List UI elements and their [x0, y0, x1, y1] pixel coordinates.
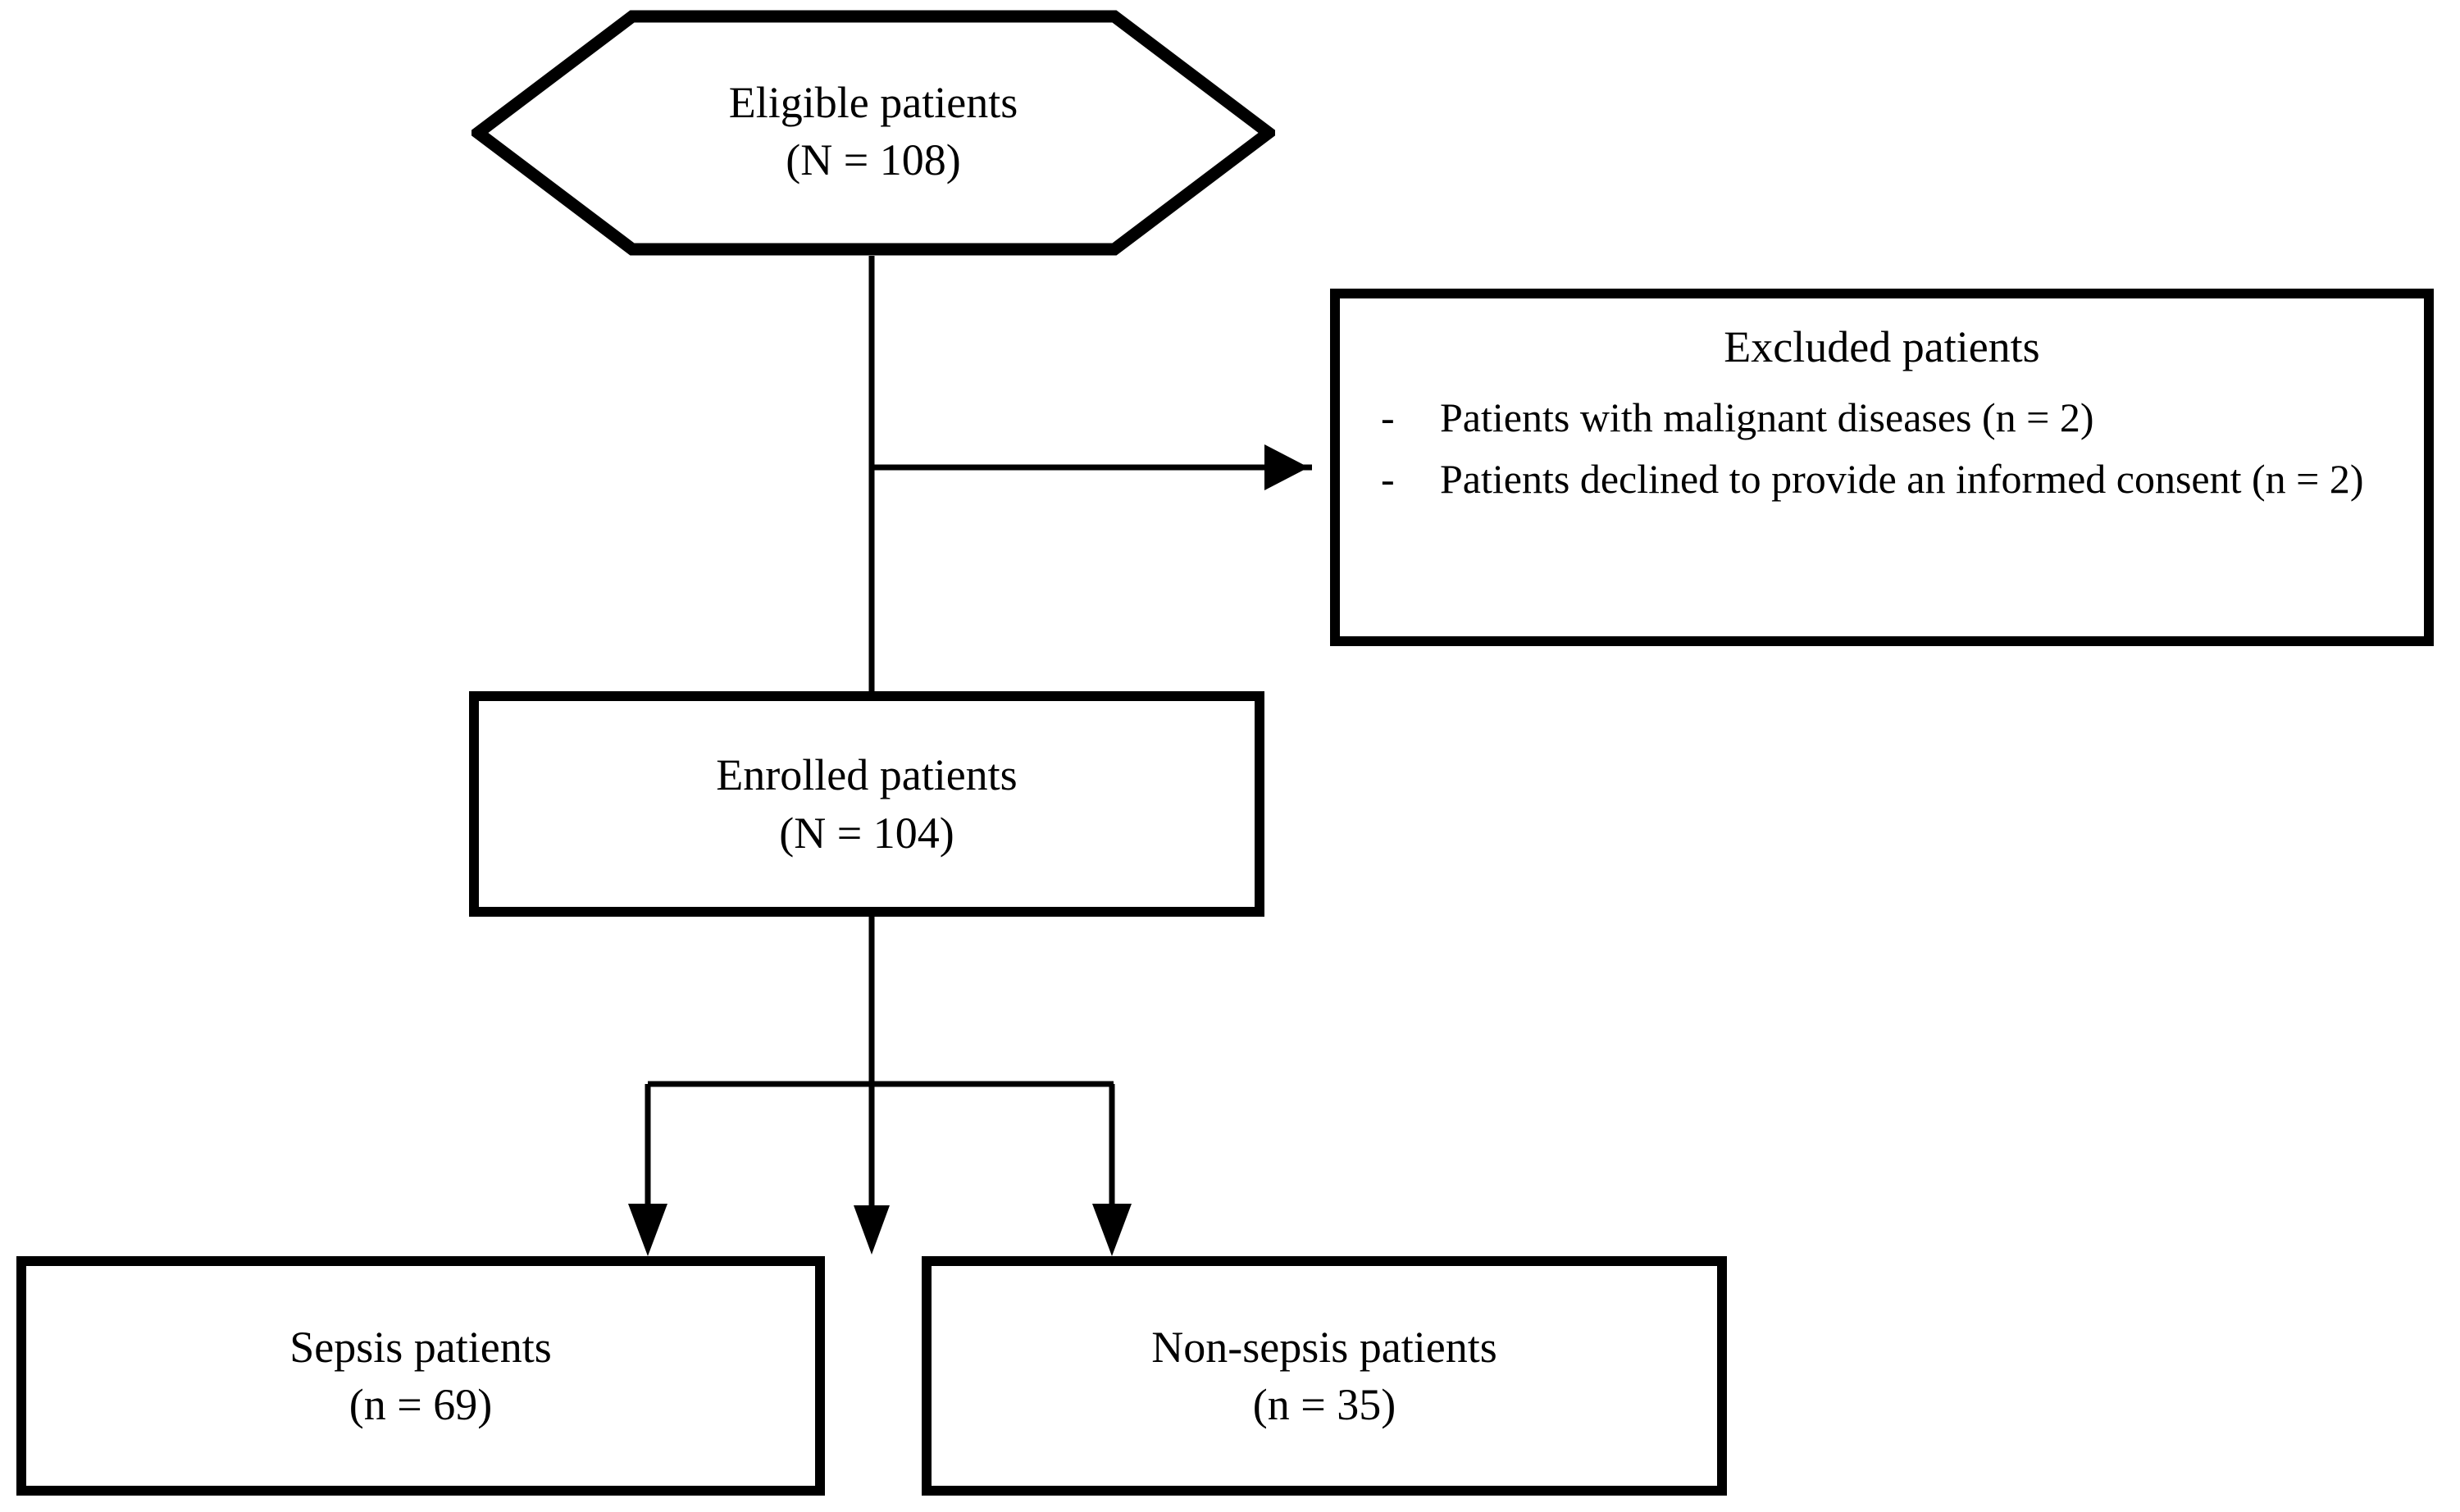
- excluded-reason-item: - Patients with malignant diseases (n = …: [1368, 390, 2396, 445]
- connector-eligible-to-excluded: [872, 444, 1312, 490]
- node-nonsepsis-line1: Non-sepsis patients: [1151, 1322, 1497, 1372]
- node-enrolled-line2: (N = 104): [779, 808, 954, 858]
- connector-enrolled-to-sepsis: [628, 1084, 667, 1256]
- connector-enrolled-to-nonsepsis: [1092, 1084, 1132, 1256]
- node-sepsis-line2: (n = 69): [348, 1380, 493, 1429]
- node-sepsis-patients: Sepsis patients (n = 69): [16, 1256, 825, 1496]
- node-eligible-text: Eligible patients (N = 108): [729, 74, 1018, 192]
- excluded-reason-text: Patients declined to provide an informed…: [1440, 455, 2364, 502]
- node-excluded-patients: Excluded patients - Patients with malign…: [1330, 289, 2434, 646]
- node-nonsepsis-patients: Non-sepsis patients (n = 35): [922, 1256, 1727, 1496]
- node-enrolled-patients: Enrolled patients (N = 104): [469, 691, 1264, 917]
- node-enrolled-line1: Enrolled patients: [716, 750, 1018, 800]
- excluded-reason-list: - Patients with malignant diseases (n = …: [1368, 390, 2396, 513]
- bullet-dash-icon: -: [1381, 455, 1395, 502]
- node-nonsepsis-line2: (n = 35): [1252, 1380, 1396, 1429]
- bullet-dash-icon: -: [1381, 394, 1395, 440]
- excluded-reason-item: - Patients declined to provide an inform…: [1368, 452, 2396, 507]
- node-sepsis-line1: Sepsis patients: [289, 1322, 552, 1372]
- connector-enrolled-split: [648, 917, 1114, 1087]
- hexagon-shape-icon: [472, 10, 1275, 256]
- node-eligible-patients: Eligible patients (N = 108): [472, 10, 1275, 256]
- node-eligible-line2: (N = 108): [786, 135, 961, 184]
- node-excluded-title: Excluded patients: [1724, 322, 2040, 371]
- node-eligible-line1: Eligible patients: [728, 77, 1018, 127]
- excluded-reason-text: Patients with malignant diseases (n = 2): [1440, 394, 2094, 440]
